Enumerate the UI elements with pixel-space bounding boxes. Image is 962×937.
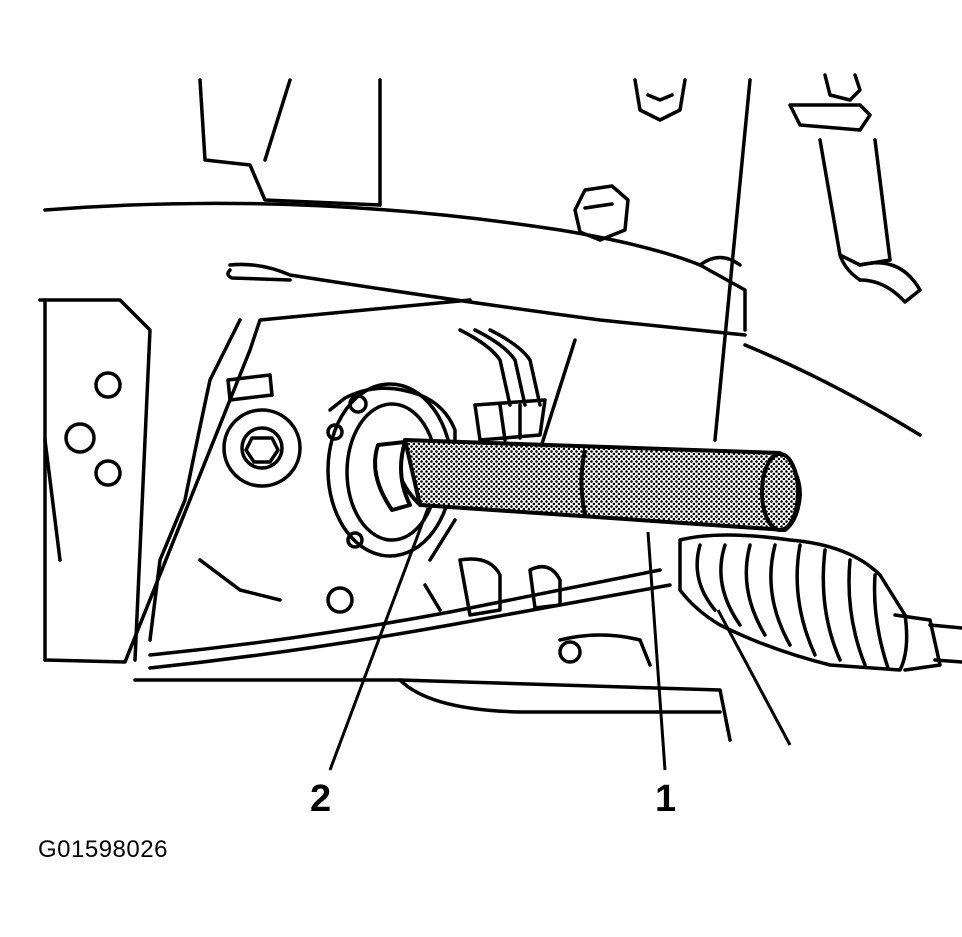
housing-boss [222, 373, 302, 488]
leader-line-1 [646, 531, 667, 771]
callout-2: 2 [310, 778, 332, 820]
leader-line-2 [328, 507, 430, 771]
callout-1: 1 [655, 778, 677, 820]
valve-lines [458, 328, 577, 452]
hose-clamp [788, 73, 922, 304]
left-frame [38, 298, 472, 664]
steering-boot [678, 533, 962, 672]
leader-lines [328, 507, 792, 771]
upper-frame [43, 78, 922, 442]
bolt-top [573, 184, 630, 242]
seal-installer-tool [373, 438, 802, 532]
nut-top [633, 78, 687, 122]
figure-id: G01598026 [38, 836, 168, 863]
lower-frame [133, 518, 732, 742]
leader-line-boot [716, 609, 792, 746]
